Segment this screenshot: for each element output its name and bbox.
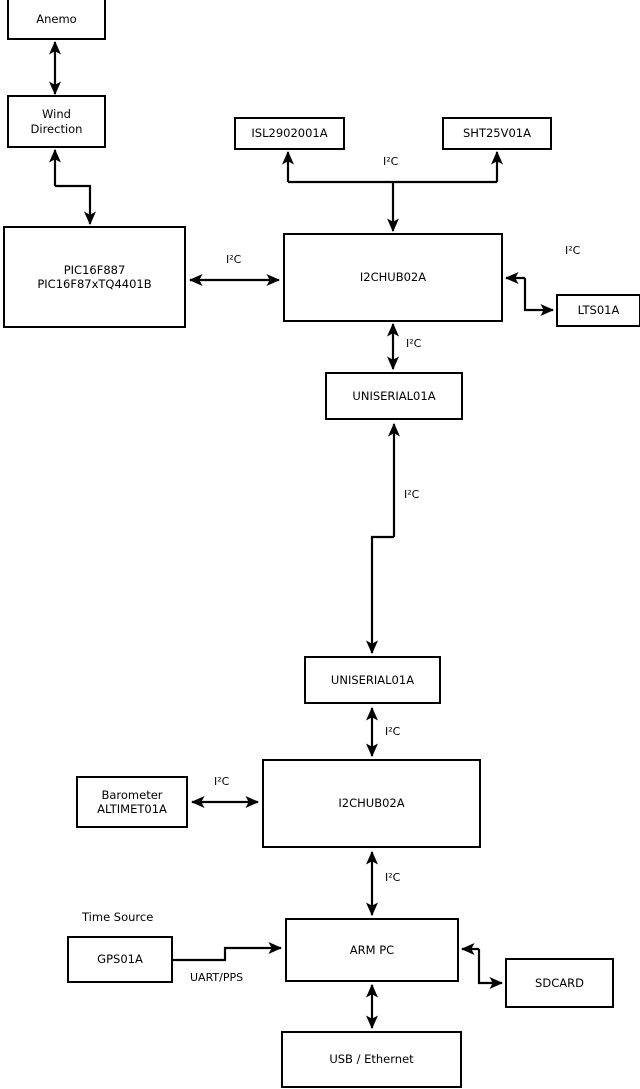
edge-label-hub-to-uniserial: I²C	[406, 337, 421, 350]
node-sht25v01a-label: SHT25V01A	[463, 126, 531, 141]
node-sht25v01a[interactable]: SHT25V01A	[442, 117, 552, 150]
node-uniserial01a-top-label: UNISERIAL01A	[352, 388, 436, 403]
node-isl2902001a-label: ISL2902001A	[251, 126, 328, 141]
node-anemo[interactable]: Anemo	[7, 0, 106, 40]
node-gps01a[interactable]: GPS01A	[67, 936, 173, 983]
node-arm-pc-label: ARM PC	[349, 942, 395, 957]
node-isl2902001a[interactable]: ISL2902001A	[234, 117, 345, 150]
node-uniserial01a-top[interactable]: UNISERIAL01A	[325, 372, 463, 420]
edge-label-gps-to-arm: UART/PPS	[190, 971, 243, 984]
edge-label-sensors-bus: I²C	[383, 155, 398, 168]
edge-label-uniserial-link: I²C	[404, 488, 419, 501]
label-time-source: Time Source	[82, 910, 153, 924]
edge-label-barometer-to-hub2-text: I²C	[214, 775, 230, 788]
node-pic-mcu-label: PIC16F887 PIC16F87xTQ4401B	[37, 262, 152, 291]
node-sdcard[interactable]: SDCARD	[505, 958, 614, 1008]
edge-label-uniserial-to-hub2: I²C	[385, 725, 400, 738]
edge-label-uniserial-link-text: I²C	[404, 488, 420, 501]
edge-label-pic-to-hub-text: I²C	[226, 253, 242, 266]
wire-hub-to-lts	[523, 278, 555, 317]
edge-label-hub-to-uniserial-text: I²C	[406, 337, 422, 350]
node-barometer-altimet01a[interactable]: Barometer ALTIMET01A	[76, 776, 188, 828]
node-i2chub02a-bottom-label: I2CHUB02A	[338, 796, 405, 811]
node-sdcard-label: SDCARD	[535, 975, 584, 990]
node-barometer-altimet01a-label: Barometer ALTIMET01A	[97, 787, 167, 816]
node-wind-direction[interactable]: Wind Direction	[7, 95, 106, 148]
edge-label-hub2-to-arm: I²C	[385, 871, 400, 884]
node-lts01a[interactable]: LTS01A	[556, 294, 640, 327]
node-i2chub02a-top-label: I2CHUB02A	[359, 270, 427, 285]
node-usb-ethernet[interactable]: USB / Ethernet	[281, 1031, 462, 1088]
node-gps01a-label: GPS01A	[97, 952, 143, 967]
edge-label-hub-to-lts-text: I²C	[565, 244, 581, 257]
wire-gps-arm	[173, 941, 283, 962]
node-i2chub02a-bottom[interactable]: I2CHUB02A	[262, 759, 481, 848]
edge-label-gps-to-arm-text: UART/PPS	[190, 971, 244, 984]
node-arm-pc[interactable]: ARM PC	[285, 918, 459, 982]
wire-arm-to-sdcard	[477, 949, 504, 990]
edge-label-barometer-to-hub2: I²C	[214, 775, 229, 788]
wire-uniserial-link-jog	[365, 535, 394, 655]
edge-label-hub-to-lts: I²C	[565, 244, 580, 257]
node-i2chub02a-top[interactable]: I2CHUB02A	[283, 233, 503, 322]
node-anemo-label: Anemo	[36, 11, 77, 26]
node-uniserial01a-bottom[interactable]: UNISERIAL01A	[304, 656, 441, 704]
node-lts01a-label: LTS01A	[577, 303, 620, 318]
edge-label-hub2-to-arm-text: I²C	[385, 871, 401, 884]
wire-wind-to-pic-jog	[55, 184, 97, 226]
node-wind-direction-label: Wind Direction	[30, 107, 83, 136]
edge-label-sensors-bus-text: I²C	[383, 155, 399, 168]
node-pic-mcu[interactable]: PIC16F887 PIC16F87xTQ4401B	[3, 226, 186, 328]
label-time-source-text: Time Source	[82, 910, 154, 924]
edge-label-uniserial-to-hub2-text: I²C	[385, 725, 401, 738]
node-uniserial01a-bottom-label: UNISERIAL01A	[330, 672, 415, 687]
edge-label-pic-to-hub: I²C	[226, 253, 241, 266]
node-usb-ethernet-label: USB / Ethernet	[329, 1052, 414, 1067]
